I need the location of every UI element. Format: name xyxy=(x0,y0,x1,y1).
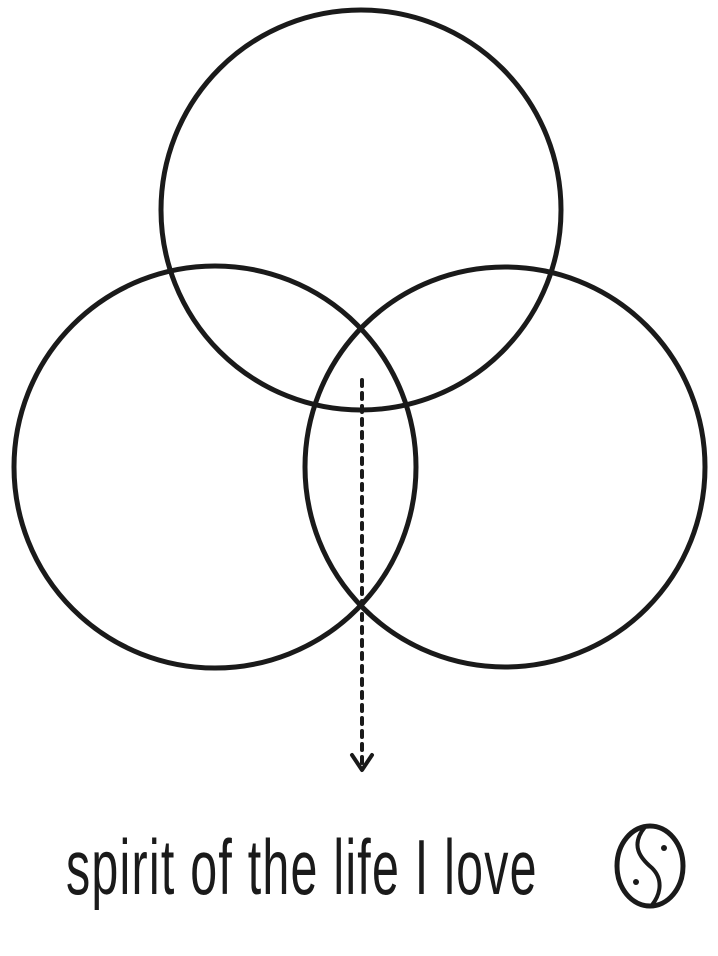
venn-circle-right xyxy=(302,264,708,670)
venn-circle-left xyxy=(11,263,419,671)
venn-circle-top xyxy=(158,7,564,413)
yin-yang-dot-bottom xyxy=(633,879,639,885)
diagram-caption: spirit of the life I love xyxy=(66,823,538,911)
yin-yang-icon xyxy=(614,823,686,909)
yin-yang-dot-top xyxy=(661,845,667,851)
arrow-head-icon xyxy=(350,753,374,772)
